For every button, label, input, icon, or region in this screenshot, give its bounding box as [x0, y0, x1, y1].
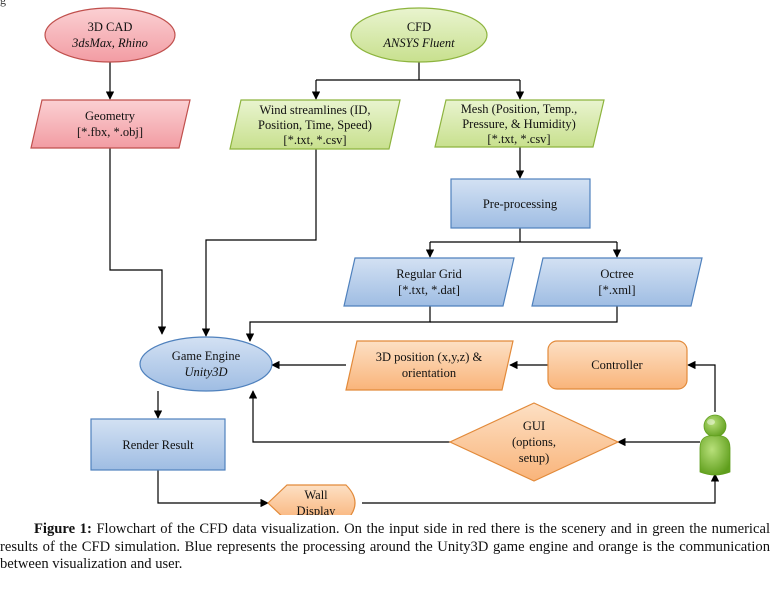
figure-caption: Figure 1: Flowchart of the CFD data visu…: [0, 521, 770, 574]
geometry-formats: [*.fbx, *.obj]: [77, 125, 143, 139]
node-regular-grid: Regular Grid [*.txt, *.dat]: [343, 257, 515, 307]
node-octree: Octree [*.xml]: [531, 257, 703, 307]
node-3d-position: 3D position (x,y,z) & orientation: [345, 340, 514, 391]
position-line2: orientation: [402, 366, 457, 380]
caption-label: Figure 1:: [34, 521, 92, 537]
mesh-line2: Pressure, & Humidity): [462, 117, 576, 131]
octree-label: Octree: [600, 267, 634, 281]
cad-title: 3D CAD: [88, 20, 133, 34]
wall-display-line1: Wall: [304, 488, 328, 502]
node-geometry: Geometry [*.fbx, *.obj]: [30, 99, 191, 149]
caption-text: Flowchart of the CFD data visualization.…: [0, 521, 770, 572]
wall-display-line2: Display: [297, 504, 337, 515]
node-game-engine: Game Engine Unity3D: [139, 336, 273, 392]
edge-gui-engine: [248, 390, 450, 443]
connectors: [105, 62, 720, 508]
user-icon: [699, 414, 731, 476]
edge-grid-engine: [245, 306, 431, 342]
cfd-subtitle: ANSYS Fluent: [382, 36, 455, 50]
render-result-label: Render Result: [122, 438, 194, 452]
regular-grid-formats: [*.txt, *.dat]: [398, 283, 460, 297]
cfd-title: CFD: [407, 20, 431, 34]
preprocessing-label: Pre-processing: [483, 197, 558, 211]
game-engine-title: Game Engine: [172, 349, 241, 363]
edge-wind-engine: [201, 149, 317, 337]
edge-geometry-engine: [109, 148, 167, 335]
wind-line1: Wind streamlines (ID,: [260, 103, 371, 117]
edge-octree-join: [430, 306, 618, 323]
position-line1: 3D position (x,y,z) &: [376, 350, 483, 364]
edge-pre-split: [430, 228, 617, 243]
node-wall-display: Wall Display: [267, 484, 356, 515]
edge-wall-user: [362, 473, 720, 504]
mesh-line1: Mesh (Position, Temp.,: [461, 102, 578, 116]
node-render-result: Render Result: [90, 418, 226, 471]
edge-cfd-split: [316, 62, 520, 81]
node-wind-streamlines: Wind streamlines (ID, Position, Time, Sp…: [229, 99, 401, 150]
regular-grid-label: Regular Grid: [396, 267, 462, 281]
wind-formats: [*.txt, *.csv]: [283, 133, 346, 147]
node-pre-processing: Pre-processing: [450, 178, 591, 229]
node-mesh: Mesh (Position, Temp., Pressure, & Humid…: [434, 99, 605, 148]
octree-formats: [*.xml]: [598, 283, 635, 297]
game-engine-subtitle: Unity3D: [184, 365, 227, 379]
node-3d-cad: 3D CAD 3dsMax, Rhino: [44, 7, 176, 63]
geometry-label: Geometry: [85, 109, 136, 123]
node-gui: GUI (options, setup): [448, 402, 620, 482]
cad-subtitle: 3dsMax, Rhino: [71, 36, 148, 50]
controller-label: Controller: [591, 358, 643, 372]
edge-user-controller: [687, 360, 716, 412]
mesh-formats: [*.txt, *.csv]: [487, 132, 550, 146]
wind-line2: Position, Time, Speed): [258, 118, 372, 132]
flowchart: 3D CAD 3dsMax, Rhino CFD ANSYS Fluent Ge…: [30, 7, 731, 515]
node-controller: Controller: [547, 340, 688, 390]
figure-top-fragment: g: [0, 0, 6, 7]
gui-line3: setup): [519, 451, 550, 465]
edge-render-wall: [157, 470, 269, 508]
gui-line2: (options,: [512, 435, 556, 449]
gui-line1: GUI: [523, 419, 545, 433]
node-cfd: CFD ANSYS Fluent: [350, 7, 488, 63]
